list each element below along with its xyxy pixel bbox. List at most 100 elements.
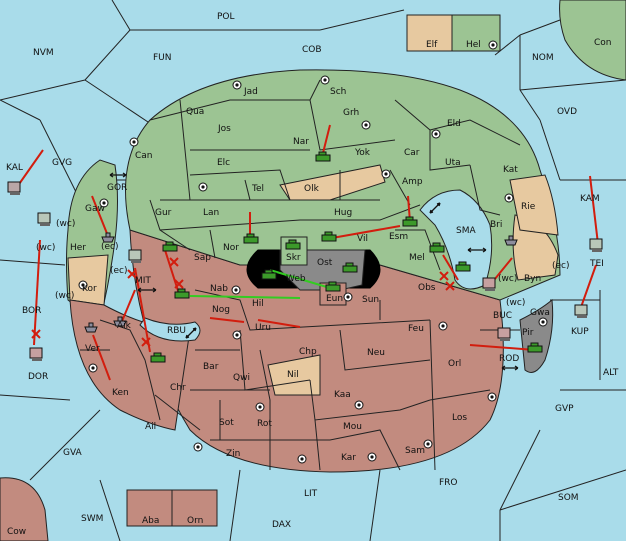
army-icon	[429, 242, 445, 253]
army-icon	[174, 288, 190, 299]
label-sma: SMA	[456, 226, 476, 236]
fleets	[7, 181, 603, 361]
label-qwi: Qwi	[233, 373, 250, 383]
province-elf[interactable]	[406, 14, 453, 52]
label-jad: Jad	[243, 87, 258, 97]
label-bri: Bri	[490, 220, 502, 230]
province-aba[interactable]	[126, 489, 173, 527]
fleet-icon	[84, 322, 98, 333]
label-nil: Nil	[287, 370, 299, 380]
label-can: Can	[135, 151, 153, 161]
label-buc: BUC	[493, 311, 512, 321]
inlet-rbu	[139, 317, 201, 342]
army-icon	[243, 233, 259, 244]
label-qua: Qua	[186, 107, 204, 117]
label-chp: Chp	[299, 347, 317, 357]
label-bor: BOR	[22, 306, 41, 316]
label-car: Car	[404, 148, 420, 158]
label-lit: LIT	[304, 489, 318, 499]
label-kup: KUP	[571, 327, 589, 337]
army-icon	[285, 239, 301, 250]
label-uta: Uta	[445, 158, 461, 168]
label-sap: Sap	[194, 253, 211, 263]
support-orders	[189, 269, 331, 299]
label-los: Los	[452, 413, 467, 423]
label-gva: GVA	[63, 448, 83, 458]
label-ovd: OVD	[557, 107, 577, 117]
convoy-arrow-icon	[109, 172, 519, 371]
label-vil: Vil	[357, 234, 368, 244]
army-icon	[315, 151, 331, 162]
label-ost: Ost	[317, 258, 333, 268]
label-rbu: RBU	[167, 326, 186, 336]
label-sam: Sam	[405, 446, 425, 456]
label-wc2: (wc)	[55, 291, 74, 301]
label-mel: Mel	[409, 253, 425, 263]
label-uru: Uru	[255, 323, 271, 333]
label-hug: Hug	[334, 208, 352, 218]
label-wc4: (wc)	[506, 298, 525, 308]
label-pir: Pir	[522, 328, 534, 338]
label-gaw: Gaw	[85, 204, 105, 214]
label-bar: Bar	[203, 362, 219, 372]
label-fun: FUN	[153, 53, 172, 63]
label-con: Con	[594, 38, 612, 48]
army-icon	[527, 342, 543, 353]
province-orn[interactable]	[171, 489, 218, 527]
fleet-icon	[37, 212, 51, 226]
army-icon	[342, 262, 358, 273]
army-icon	[325, 281, 341, 292]
label-som: SOM	[558, 493, 579, 503]
label-rot: Rot	[257, 419, 272, 429]
province-olk[interactable]	[279, 164, 386, 201]
province-rie[interactable]	[509, 174, 559, 236]
label-feu: Feu	[408, 324, 424, 334]
fleet-icon	[482, 277, 496, 291]
label-her: Her	[70, 243, 86, 253]
label-nom: NOM	[532, 53, 554, 63]
label-fro: FRO	[439, 478, 458, 488]
label-dor: DOR	[28, 372, 48, 382]
label-kaa: Kaa	[334, 390, 351, 400]
label-hel: Hel	[466, 40, 481, 50]
fleet-icon	[574, 304, 588, 318]
label-kar: Kar	[341, 453, 356, 463]
label-lan: Lan	[203, 208, 219, 218]
label-mou: Mou	[343, 422, 362, 432]
label-nvu-text: (wc)	[36, 243, 55, 253]
label-kam: KAM	[580, 194, 600, 204]
label-olk: Olk	[304, 184, 320, 194]
label-web: Web	[286, 274, 306, 284]
fleet-icon	[7, 181, 21, 195]
label-sot: Sot	[219, 418, 234, 428]
province-cow[interactable]	[0, 477, 49, 541]
label-orl: Orl	[448, 359, 461, 369]
label-ec2: (ec)	[110, 266, 128, 276]
label-ec1: (ec)	[101, 242, 119, 252]
label-eun: Eun	[326, 294, 343, 304]
label-kor: Kor	[82, 284, 97, 294]
province-nil[interactable]	[267, 354, 321, 396]
fleet-icon	[128, 249, 142, 263]
label-elc: Elc	[217, 158, 230, 168]
label-swm: SWM	[81, 514, 103, 524]
label-tei: TEI	[589, 259, 604, 269]
label-mit: MIT	[135, 276, 151, 286]
label-dax: DAX	[272, 520, 291, 530]
label-nor: Nor	[223, 243, 239, 253]
label-kal: KAL	[6, 163, 23, 173]
label-orn: Orn	[187, 516, 203, 526]
label-obs: Obs	[418, 283, 436, 293]
label-gvp: GVP	[555, 404, 574, 414]
label-ec3: (ec)	[552, 261, 570, 271]
label-rie: Rie	[521, 202, 536, 212]
label-nar: Nar	[293, 137, 309, 147]
fleet-icon	[101, 232, 115, 243]
label-skr: Skr	[286, 253, 301, 263]
label-rod: ROD	[499, 354, 519, 364]
label-amp: Amp	[402, 177, 423, 187]
province-con[interactable]	[559, 0, 626, 81]
label-nab: Nab	[210, 284, 228, 294]
